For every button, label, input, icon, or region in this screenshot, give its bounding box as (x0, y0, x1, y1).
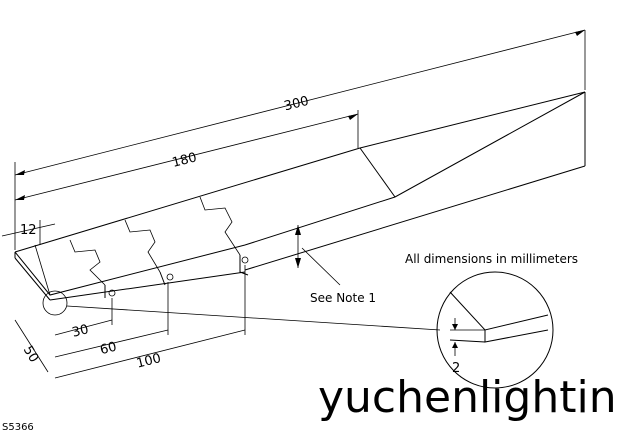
dim-60-label: 60 (99, 340, 119, 359)
dim-180-label: 180 (171, 150, 199, 171)
detail-dim-2-label: 2 (452, 361, 460, 376)
hole-marker-2 (166, 273, 174, 281)
detail-leader-line (66, 305, 441, 331)
left-bottom-edge (14, 257, 51, 301)
dim-50-line (14, 319, 49, 373)
dim-300-arrow-right (575, 30, 585, 36)
dim-12-line (1, 223, 56, 237)
dim-12-label: 12 (20, 223, 37, 238)
specimen-body (14, 91, 586, 331)
step-profile-2 (124, 219, 161, 273)
detail-circle (436, 271, 554, 389)
dimension-60: 60 (54, 282, 169, 359)
dim-180-line (14, 113, 359, 201)
note-leader (301, 247, 341, 286)
dimension-100: 100 (54, 265, 246, 379)
detail-top-edge (449, 291, 549, 331)
dim-300-arrow-left (15, 170, 25, 175)
top-inner-line-a (34, 244, 51, 296)
taper-end-edge (359, 147, 396, 198)
thickness-dimension (295, 225, 341, 286)
detail-arrow-top (452, 324, 458, 330)
detail-arrow-bottom (452, 342, 458, 348)
step-profile-3 (199, 196, 241, 256)
units-note-text: All dimensions in millimeters (405, 252, 578, 266)
watermark-text: yuchenlightin (318, 372, 617, 423)
dim-180-arrow-right (348, 114, 358, 120)
dim-60-line (54, 329, 169, 358)
dim-30-line (54, 319, 113, 336)
dimension-180: 180 (14, 110, 359, 201)
dimension-50: 50 (14, 319, 49, 373)
dim-100-line (54, 329, 246, 379)
detail-reference-circle (42, 290, 68, 316)
dimension-300: 300 (14, 29, 586, 250)
dim-180-arrow-left (15, 195, 25, 200)
figure-id: S5366 (2, 422, 34, 433)
thickness-arrow-top (295, 225, 301, 235)
dim-50-label: 50 (20, 343, 41, 365)
detail-bottom-edge (449, 339, 486, 343)
dim-300-line (14, 29, 586, 176)
dim-300-label: 300 (283, 94, 311, 115)
detail-front-edge (484, 329, 549, 343)
dimension-30: 30 (54, 298, 113, 341)
top-back-edge (14, 91, 586, 253)
hole-marker-3 (241, 256, 249, 264)
front-bottom-edge (244, 165, 586, 271)
thickness-arrow-bottom (295, 258, 301, 268)
see-note-text: See Note 1 (310, 291, 376, 305)
dim-30-label: 30 (71, 322, 91, 341)
step-profile-1 (69, 239, 106, 286)
front-lower-edge (49, 271, 246, 301)
dimension-12: 12 (1, 220, 56, 245)
step-2 (159, 271, 166, 286)
detail-view: 2 (436, 271, 554, 389)
top-front-edge-tapered (14, 244, 246, 296)
dim-100-label: 100 (135, 351, 163, 372)
hole-marker-1 (108, 289, 116, 297)
front-top-edge (244, 91, 586, 246)
